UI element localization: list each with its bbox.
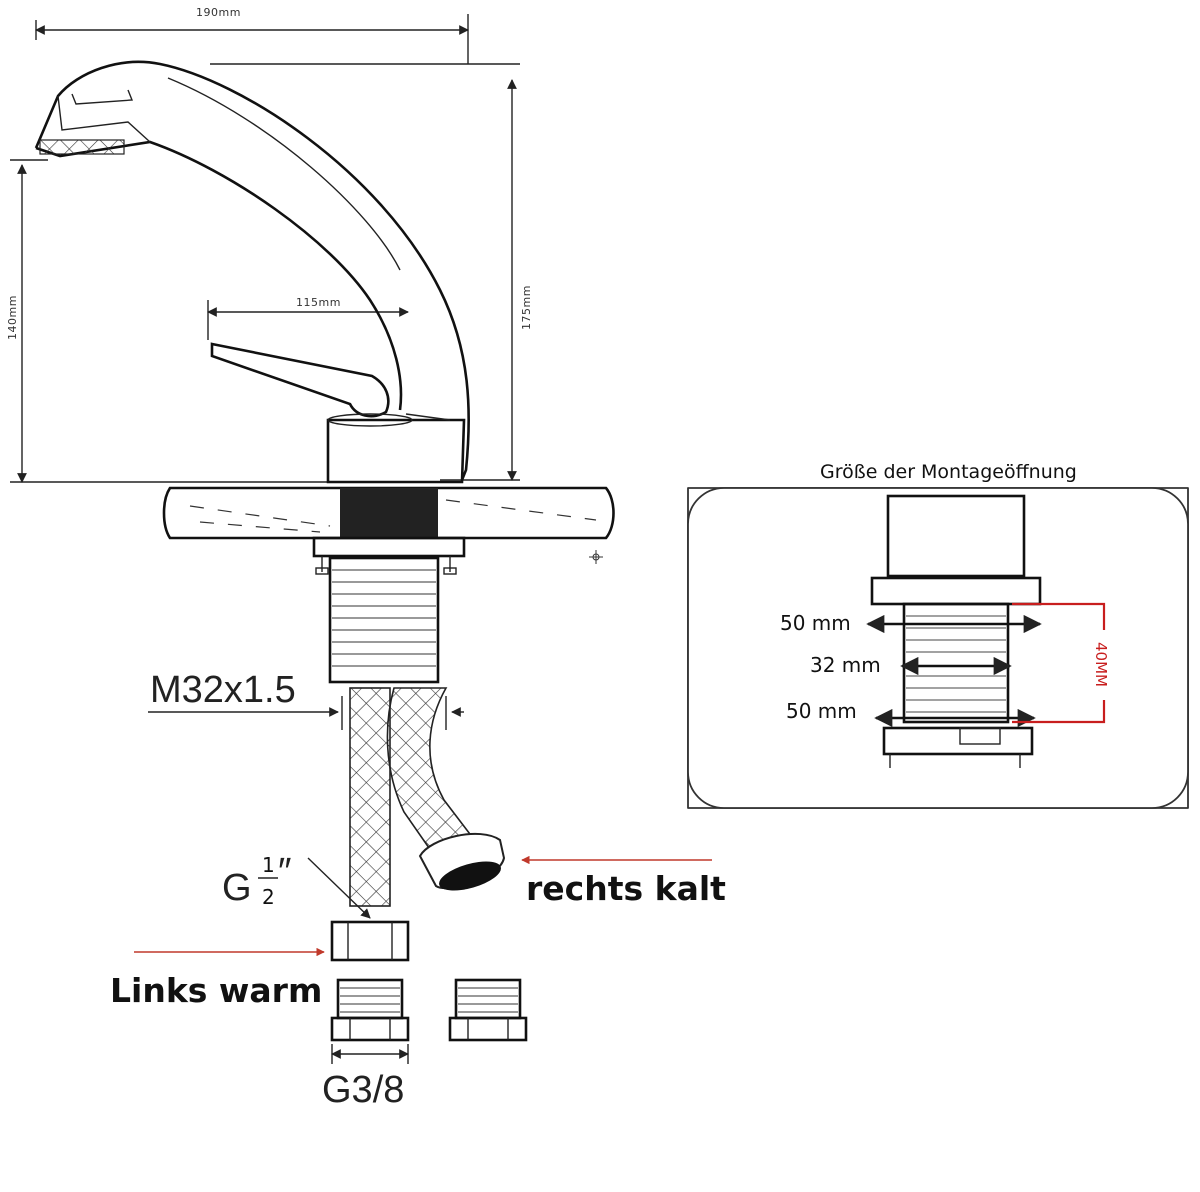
inset-dim-height: 40MM [1092, 642, 1110, 687]
hose-warm [349, 687, 391, 907]
cold-indicator: rechts kalt [521, 855, 726, 908]
svg-text:″: ″ [278, 851, 291, 893]
countertop [162, 486, 615, 540]
svg-text:1: 1 [262, 853, 275, 877]
warm-indicator: Links warm [110, 947, 325, 1010]
adapter-right [448, 978, 528, 1042]
height-left-label: 140mm [6, 295, 19, 340]
svg-text:G: G [222, 867, 252, 909]
cold-label: rechts kalt [526, 869, 726, 908]
dimension-lever: 115mm [207, 296, 409, 340]
warm-label: Links warm [110, 971, 322, 1010]
width-label: 190mm [196, 6, 241, 19]
threaded-shank [328, 556, 440, 684]
adapter-left [330, 978, 410, 1042]
inset-title: Größe der Montageöffnung [820, 461, 1077, 483]
inset-panel: Größe der Montageöffnung 50 mm 32 mm 50 … [687, 461, 1189, 809]
faucet-base [326, 413, 466, 484]
thread-label: M32x1.5 [150, 669, 296, 711]
hose-cold [386, 687, 506, 891]
lever-label: 115mm [296, 296, 341, 309]
hose-end-nut [330, 920, 410, 962]
mounting-nut [312, 536, 466, 575]
adapter-thread-label: G3/8 [322, 1069, 404, 1111]
inset-dim-bottom: 50 mm [786, 699, 857, 723]
faucet-lever [210, 342, 390, 418]
inset-dim-mid: 32 mm [810, 653, 881, 677]
registration-mark [589, 550, 603, 564]
hose-thread-label: G 1 2 ″ [222, 851, 371, 919]
thread-dimension: M32x1.5 [148, 669, 464, 730]
svg-text:2: 2 [262, 885, 275, 909]
faucet-spout [34, 60, 471, 481]
dimension-height-left: 140mm [6, 159, 330, 483]
height-right-label: 175mm [520, 285, 533, 330]
inset-dim-top: 50 mm [780, 611, 851, 635]
dimension-height-right: 175mm [210, 63, 533, 481]
adapter-dimension: G3/8 [322, 1044, 409, 1111]
dimension-width: 190mm [35, 6, 469, 64]
